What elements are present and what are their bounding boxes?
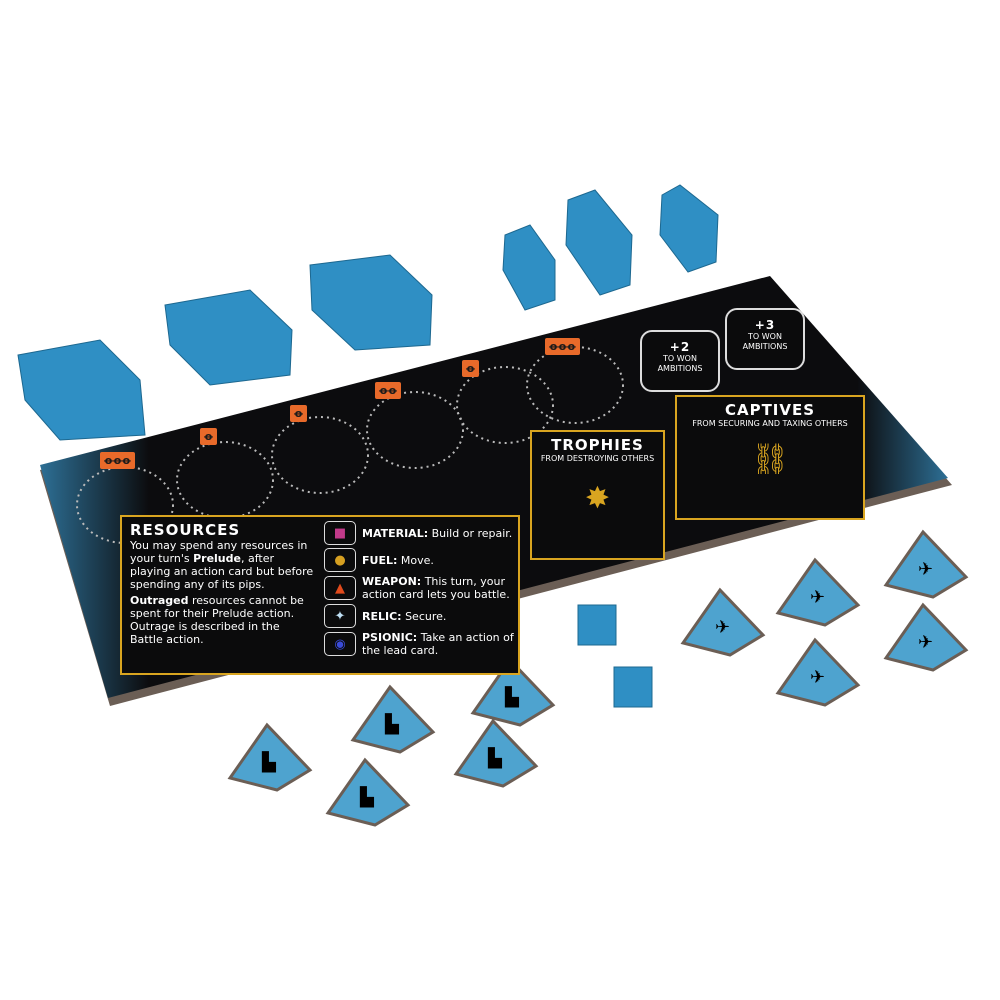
ambition-bonus: +2 bbox=[669, 340, 691, 354]
resource-relic: ✦RELIC: Secure. bbox=[324, 604, 514, 628]
captives-panel: CAPTIVES FROM SECURING AND TAXING OTHERS… bbox=[675, 395, 865, 520]
city-icon: ▙ bbox=[487, 747, 503, 769]
resources-panel: RESOURCES You may spend any resources in… bbox=[120, 515, 520, 675]
ambition-bonus-3: +3 TO WON AMBITIONS bbox=[725, 308, 805, 370]
ambition-bonus: +3 bbox=[754, 318, 776, 332]
handcuffs-icon: ⛓ bbox=[750, 442, 790, 477]
resource-material: ■MATERIAL: Build or repair. bbox=[324, 521, 514, 545]
key-tag: ꝋꝋꝋ bbox=[545, 338, 580, 355]
starport-icon: ✈ bbox=[918, 632, 933, 653]
key-tag: ꝋ bbox=[290, 405, 307, 422]
city-token bbox=[227, 722, 313, 792]
starport-token bbox=[883, 602, 969, 672]
trophies-subtitle: FROM DESTROYING OTHERS bbox=[540, 454, 655, 463]
resource-psionic: ◉PSIONIC: Take an action of the lead car… bbox=[324, 631, 514, 657]
key-tag: ꝋꝋ bbox=[375, 382, 401, 399]
key-tag: ꝋ bbox=[462, 360, 479, 377]
fuel-barrel-icon: ● bbox=[324, 548, 356, 572]
ambition-bonus-2: +2 TO WON AMBITIONS bbox=[640, 330, 720, 392]
broken-ship-icon: ✸ bbox=[584, 481, 611, 516]
captives-title: CAPTIVES bbox=[724, 401, 816, 419]
city-token bbox=[325, 757, 411, 827]
resource-list: ■MATERIAL: Build or repair. ●FUEL: Move.… bbox=[324, 521, 514, 660]
key-tag: ꝋ bbox=[200, 428, 217, 445]
city-icon: ▙ bbox=[359, 786, 375, 808]
flagship-piece bbox=[502, 184, 719, 311]
starport-icon: ✈ bbox=[810, 587, 825, 608]
ambition-label: TO WON AMBITIONS bbox=[657, 354, 703, 373]
psionic-eye-icon: ◉ bbox=[324, 632, 356, 656]
starport-icon: ✈ bbox=[715, 617, 730, 638]
city-icon: ▙ bbox=[261, 751, 277, 773]
resource-fuel: ●FUEL: Move. bbox=[324, 548, 514, 572]
relic-icon: ✦ bbox=[324, 604, 356, 628]
resource-weapon: ▲WEAPON: This turn, your action card let… bbox=[324, 575, 514, 601]
resources-title: RESOURCES bbox=[130, 521, 241, 539]
city-token bbox=[470, 657, 556, 727]
trophies-title: TROPHIES bbox=[551, 436, 644, 454]
rocket-icon: ▲ bbox=[324, 576, 356, 600]
city-token bbox=[453, 718, 539, 788]
starport-token bbox=[775, 557, 861, 627]
cube-icon: ■ bbox=[324, 521, 356, 545]
starport-token bbox=[775, 637, 861, 707]
outrage-description: Outraged resources cannot be spent for t… bbox=[130, 594, 304, 646]
starport-icon: ✈ bbox=[918, 559, 933, 580]
ambition-label: TO WON AMBITIONS bbox=[742, 332, 788, 351]
city-icon: ▙ bbox=[504, 686, 520, 708]
ship-stack bbox=[17, 254, 433, 441]
city-token bbox=[350, 684, 436, 754]
trophies-panel: TROPHIES FROM DESTROYING OTHERS ✸ bbox=[530, 430, 665, 560]
starport-token bbox=[680, 587, 766, 657]
resource-cube bbox=[577, 604, 653, 708]
resources-description: You may spend any resources in your turn… bbox=[130, 539, 314, 591]
starport-icon: ✈ bbox=[810, 667, 825, 688]
key-tag: ꝋꝋꝋ bbox=[100, 452, 135, 469]
starport-token bbox=[883, 529, 969, 599]
city-icon: ▙ bbox=[384, 713, 400, 735]
captives-subtitle: FROM SECURING AND TAXING OTHERS bbox=[692, 419, 848, 428]
